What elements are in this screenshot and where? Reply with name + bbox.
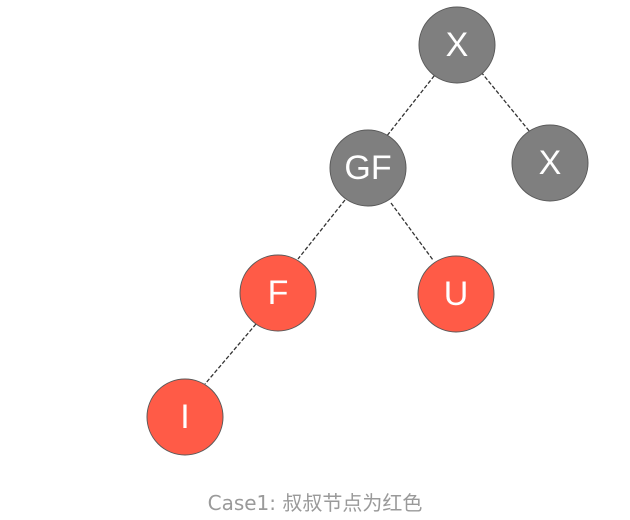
tree-node-gf: GF	[329, 129, 407, 207]
tree-node-i: I	[146, 378, 224, 456]
tree-node-right-x: X	[511, 124, 589, 202]
edge-gf-f	[297, 199, 346, 260]
node-label: X	[539, 144, 562, 182]
edges	[204, 70, 531, 385]
node-circle	[511, 124, 589, 202]
node-label: X	[446, 26, 469, 64]
node-label: GF	[344, 149, 391, 187]
edge-root-right-x	[480, 71, 531, 133]
tree-node-u: U	[417, 255, 495, 333]
node-label: I	[180, 398, 189, 436]
edge-root-gf	[385, 70, 439, 138]
tree-node-root: X	[418, 6, 496, 84]
node-circle	[329, 129, 407, 207]
nodes: X GF X F U I	[146, 6, 589, 456]
node-circle	[239, 254, 317, 332]
diagram-caption: Case1: 叔叔节点为红色	[208, 491, 423, 515]
node-circle	[417, 255, 495, 333]
node-label: U	[444, 275, 469, 313]
node-label: F	[268, 274, 289, 312]
node-circle	[418, 6, 496, 84]
tree-node-f: F	[239, 254, 317, 332]
node-circle	[146, 378, 224, 456]
edge-f-i	[204, 323, 257, 385]
edge-gf-u	[390, 202, 434, 261]
